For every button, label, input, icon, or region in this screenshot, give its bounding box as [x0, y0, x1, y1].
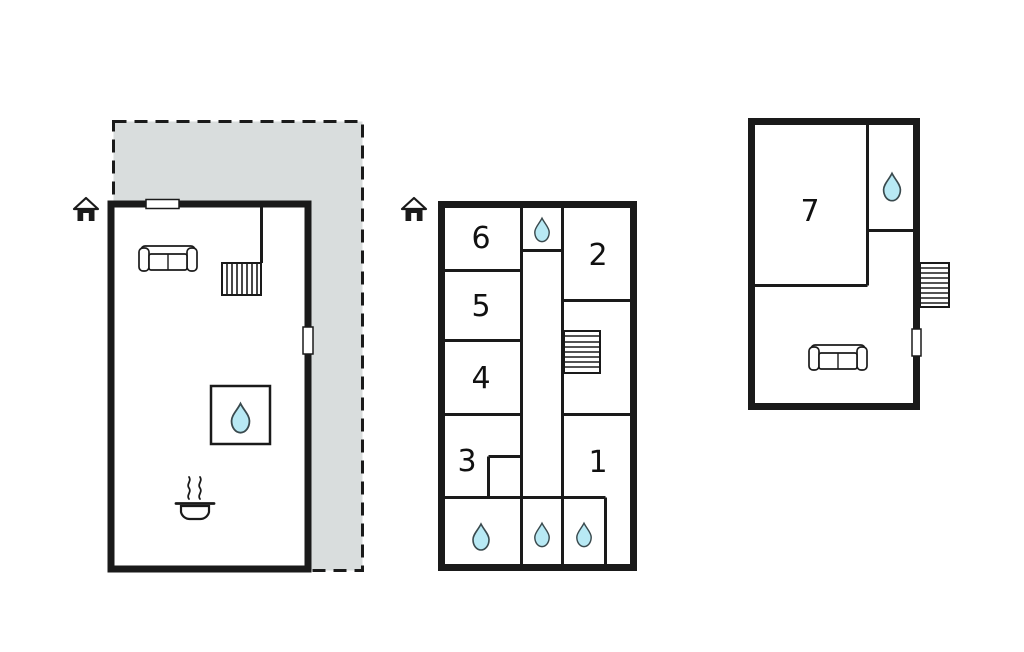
- room-label-3: 3: [457, 444, 476, 479]
- room-label-7: 7: [800, 194, 819, 229]
- room-label-5: 5: [471, 289, 490, 324]
- plan-left-ground-floor: [72, 120, 364, 573]
- door-marker: [911, 328, 922, 357]
- window-marker: [145, 198, 180, 210]
- stairs-icon: [919, 262, 950, 308]
- stairs-icon: [563, 330, 601, 374]
- outer-wall: [438, 201, 637, 571]
- stairs-icon: [221, 262, 262, 296]
- entrance-icon: [72, 196, 100, 223]
- plan-right-floor: 7: [748, 118, 950, 410]
- steam-line: [187, 476, 191, 500]
- room-label-2: 2: [588, 238, 607, 273]
- plan-middle-floor: 6 5 4 3 2 1: [400, 196, 637, 571]
- door-marker: [302, 326, 314, 355]
- shower-cabin: [209, 384, 272, 446]
- room-label-4: 4: [471, 361, 490, 396]
- entrance-icon: [400, 196, 428, 223]
- pot-body: [179, 504, 211, 521]
- stairs-outline: [919, 262, 950, 308]
- steam-line: [198, 476, 202, 500]
- sofa-icon: [138, 245, 198, 272]
- room-label-6: 6: [471, 221, 490, 256]
- sofa-icon: [808, 344, 868, 371]
- room-label-1: 1: [588, 445, 607, 480]
- cooking-pot-icon: [174, 476, 216, 521]
